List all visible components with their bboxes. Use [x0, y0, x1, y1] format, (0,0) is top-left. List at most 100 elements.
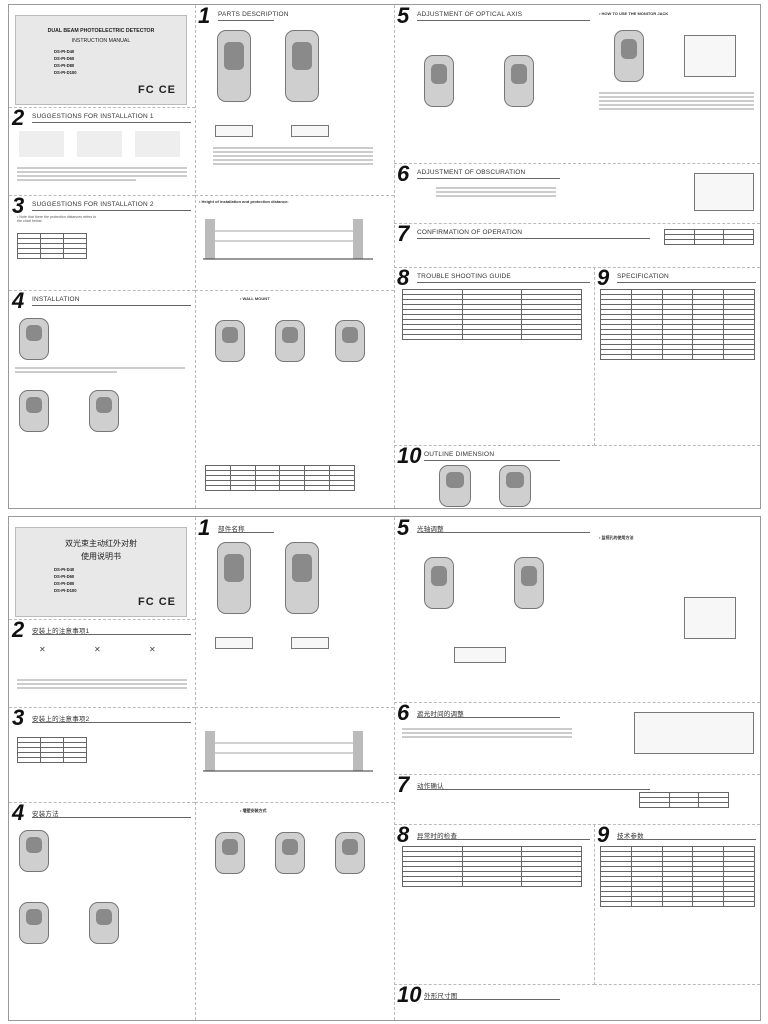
certification-marks: FC CE	[138, 84, 176, 96]
monitor-jack-heading: • 监视孔的使用方法	[599, 535, 634, 540]
section-title: 异常时的检查	[417, 833, 458, 840]
terminal-block-transmitter	[291, 637, 329, 649]
detector-front-view	[217, 30, 251, 102]
note-box	[454, 647, 506, 663]
outline-side	[499, 465, 531, 507]
detector-illustration	[89, 902, 119, 944]
obscuration-text	[436, 185, 556, 199]
section-number: 2	[12, 619, 25, 642]
troubleshooting-table	[402, 846, 582, 887]
section-number: 6	[397, 163, 410, 186]
section-title: OUTLINE DIMENSION	[424, 451, 495, 458]
protection-distance-table	[17, 233, 87, 259]
obscuration-time-chart	[634, 712, 754, 754]
wall-mount-section: • WALL MOUNT	[195, 290, 394, 508]
obscuration-text	[402, 726, 572, 740]
detector-illustration	[19, 830, 49, 872]
section-2: 2 SUGGESTIONS FOR INSTALLATION 1 ✕ ✕ ✕	[9, 107, 195, 196]
section-number: 3	[12, 707, 25, 730]
column-2: 1 PARTS DESCRIPTION • Height of installa…	[195, 5, 395, 508]
section-2-text	[17, 165, 187, 183]
chinese-manual-page: 双光束主动红外对射 使用说明书 DS-PI-D40 DS-PI-D60 DS-P…	[8, 516, 761, 1021]
model-4: DS-PI-D100	[54, 70, 77, 75]
section-number: 10	[397, 445, 422, 468]
section-3: 3 安装上的注意事项2	[9, 707, 195, 803]
section-title: 部件名称	[218, 526, 245, 533]
section-title: 遮光时间的调整	[417, 711, 464, 718]
install-steps-text	[15, 365, 185, 375]
wall-mount-illustration	[215, 320, 245, 362]
protection-note: • Note that there the protection distanc…	[17, 215, 97, 224]
column-3: 5 光轴调整 • 监视孔的使用方法 6 遮光时间的调整 7 动作确认	[394, 517, 760, 1020]
section-2-text	[17, 677, 187, 691]
cover-subtitle: INSTRUCTION MANUAL	[71, 38, 131, 44]
detector-open-view	[285, 542, 319, 614]
model-1: DS-PI-D40	[54, 567, 75, 572]
x-mark-icon: ✕	[149, 645, 156, 654]
section-8: 8 异常时的检查	[394, 824, 595, 985]
detector-front-view	[217, 542, 251, 614]
axis-adjust-illustration	[424, 557, 454, 609]
section-6: 6 遮光时间的调整	[394, 702, 760, 775]
voltmeter-illustration	[684, 597, 736, 639]
section-title: 技术参数	[617, 833, 644, 840]
section-number: 8	[397, 824, 410, 847]
x-mark-icon: ✕	[39, 645, 46, 654]
section-number: 9	[597, 267, 610, 290]
terminal-block-receiver	[215, 637, 253, 649]
section-1: 1 PARTS DESCRIPTION	[195, 5, 394, 196]
axis-adjust-illustration	[514, 557, 544, 609]
obscuration-time-chart	[694, 173, 754, 211]
section-10: 10 外形尺寸图	[394, 984, 760, 1020]
height-heading: • Height of installation and protection …	[199, 199, 289, 204]
section-4: 4 INSTALLATION	[9, 290, 195, 508]
model-1: DS-PI-D40	[54, 49, 75, 54]
detector-open-view	[285, 30, 319, 102]
section-6: 6 ADJUSTMENT OF OBSCURATION	[394, 163, 760, 224]
section-number: 5	[397, 5, 410, 28]
cover-section: 双光束主动红外对射 使用说明书 DS-PI-D40 DS-PI-D60 DS-P…	[9, 517, 195, 620]
column-1: DUAL BEAM PHOTOELECTRIC DETECTOR INSTRUC…	[9, 5, 196, 508]
cover-box: DUAL BEAM PHOTOELECTRIC DETECTOR INSTRUC…	[15, 15, 187, 105]
section-9: 9 技术参数	[594, 824, 760, 985]
specification-table	[600, 289, 755, 360]
section-3-continued	[195, 707, 394, 803]
section-number: 1	[198, 517, 211, 540]
detector-illustration	[19, 318, 49, 360]
wall-mount-illustration	[215, 832, 245, 874]
specification-table	[600, 846, 755, 907]
protection-distance-table	[17, 737, 87, 763]
cover-title: DUAL BEAM PHOTOELECTRIC DETECTOR	[47, 28, 155, 34]
cover-box: 双光束主动红外对射 使用说明书 DS-PI-D40 DS-PI-D60 DS-P…	[15, 527, 187, 617]
monitor-jack-steps	[599, 90, 754, 112]
section-number: 7	[397, 223, 410, 246]
illustration-headlight	[135, 131, 180, 157]
section-title: PARTS DESCRIPTION	[218, 11, 289, 18]
illustration-tree	[77, 131, 122, 157]
section-number: 3	[12, 195, 25, 218]
section-title: SUGGESTIONS FOR INSTALLATION 1	[32, 113, 154, 120]
section-10: 10 OUTLINE DIMENSION	[394, 445, 760, 508]
terminal-block-transmitter	[291, 125, 329, 137]
wiring-distance-table	[205, 465, 355, 491]
wall-mount-illustration	[335, 320, 365, 362]
section-number: 4	[12, 802, 25, 825]
voltmeter-illustration	[684, 35, 736, 77]
section-number: 7	[397, 774, 410, 797]
monitor-jack-illustration	[614, 30, 644, 82]
detector-illustration	[19, 902, 49, 944]
section-number: 5	[397, 517, 410, 540]
section-5: 5 ADJUSTMENT OF OPTICAL AXIS • HOW TO US…	[394, 5, 760, 164]
wall-mount-illustration	[275, 832, 305, 874]
column-1: 双光束主动红外对射 使用说明书 DS-PI-D40 DS-PI-D60 DS-P…	[9, 517, 196, 1020]
wall-mount-heading: • 墙壁安装方式	[240, 808, 267, 813]
section-1: 1 部件名称	[195, 517, 394, 708]
certification-marks: FC CE	[138, 596, 176, 608]
installation-height-diagram	[203, 219, 373, 260]
wall-mount-heading: • WALL MOUNT	[240, 296, 270, 301]
section-number: 9	[597, 824, 610, 847]
section-title: INSTALLATION	[32, 296, 80, 303]
model-4: DS-PI-D100	[54, 588, 77, 593]
section-title: 安装方法	[32, 811, 59, 818]
section-title: 动作确认	[417, 783, 444, 790]
